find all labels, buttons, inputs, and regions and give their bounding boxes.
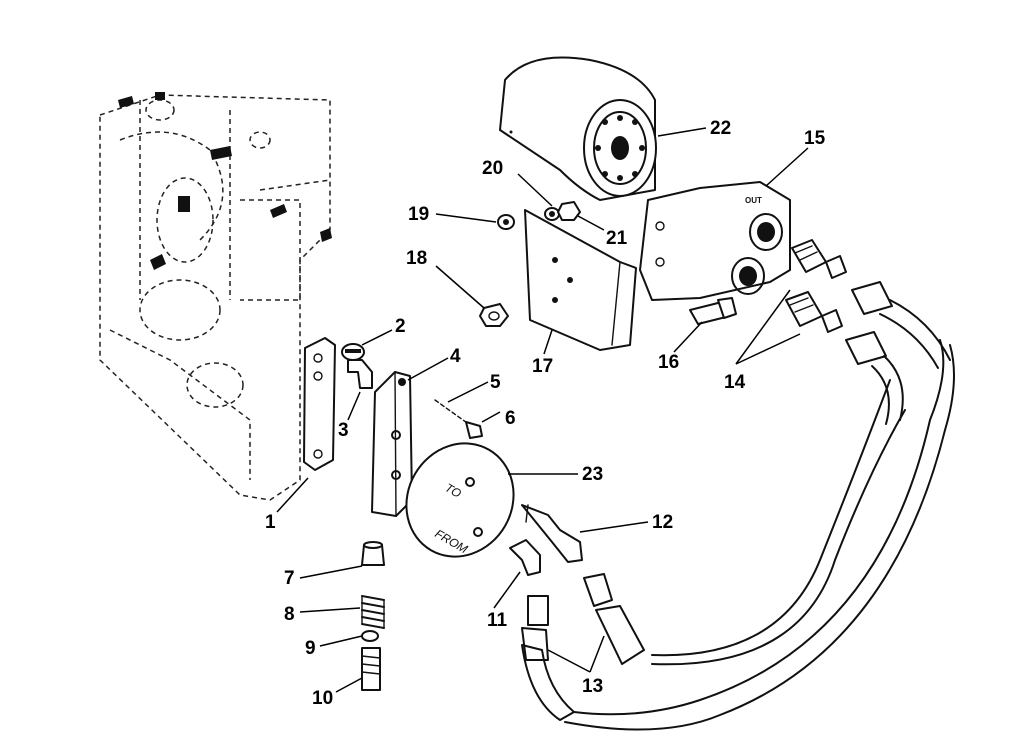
callout-20: 20: [482, 158, 503, 179]
part-3-elbow-fitting: [347, 359, 373, 389]
callout-10: 10: [312, 688, 333, 709]
part-5-screw: [434, 399, 471, 426]
part-14-fitting-upper: [791, 239, 847, 279]
part-22-oil-filter: [499, 56, 657, 201]
callout-17: 17: [532, 356, 553, 377]
callout-19: 19: [408, 204, 429, 225]
part-20-washer: [544, 207, 560, 221]
part-10-plug: [361, 647, 381, 691]
part-4-adapter-block: [371, 371, 413, 517]
callout-16: 16: [658, 352, 679, 373]
part-23-cover-plate: TO FROM: [405, 442, 515, 558]
part-2-plug: [341, 343, 365, 361]
callout-4: 4: [450, 346, 461, 367]
part-7-valve-cap: [361, 541, 385, 566]
part-18-nut: [479, 303, 509, 327]
callout-5: 5: [490, 372, 501, 393]
part-13-hose-right: [583, 573, 645, 665]
callout-13: 13: [582, 676, 603, 697]
callout-9: 9: [305, 638, 316, 659]
part-21-nut: [557, 201, 581, 221]
callout-23: 23: [582, 464, 603, 485]
upper-hose-assemblies: [845, 281, 951, 425]
callout-numbers: 1 2 3 4 5 6 7 8 9 10 11 12 13 14 15 16 1…: [265, 118, 826, 709]
part-15-filter-head: OUT: [639, 181, 791, 301]
callout-14: 14: [724, 372, 746, 393]
callout-leaders: [276, 127, 809, 693]
callout-15: 15: [804, 128, 826, 149]
callout-22: 22: [710, 118, 731, 139]
callout-6: 6: [505, 408, 516, 429]
part-13-hose-left: [521, 595, 575, 721]
part-14-fitting-lower: [785, 291, 843, 333]
callout-11: 11: [487, 610, 508, 631]
part-19-washer: [497, 214, 515, 230]
callout-8: 8: [284, 604, 295, 625]
part-17-bracket: [524, 209, 637, 351]
part-1-gasket: [303, 337, 336, 471]
part-6-nut: [465, 421, 483, 439]
long-hose: [564, 339, 955, 731]
callout-7: 7: [284, 568, 295, 589]
callout-12: 12: [652, 512, 673, 533]
part-16-bolt: [689, 297, 737, 325]
callout-18: 18: [406, 248, 427, 269]
part-11-elbow-fitting: [509, 539, 541, 576]
callout-3: 3: [338, 420, 349, 441]
engine-housing-phantom: [99, 92, 332, 501]
callout-21: 21: [606, 228, 628, 249]
part-12-elbow-fitting: [521, 504, 583, 563]
callout-2: 2: [395, 316, 406, 337]
part-8-spring: [361, 595, 385, 629]
port-label-out: OUT: [745, 196, 762, 205]
callout-1: 1: [265, 512, 276, 533]
part-9-washer: [361, 630, 379, 642]
